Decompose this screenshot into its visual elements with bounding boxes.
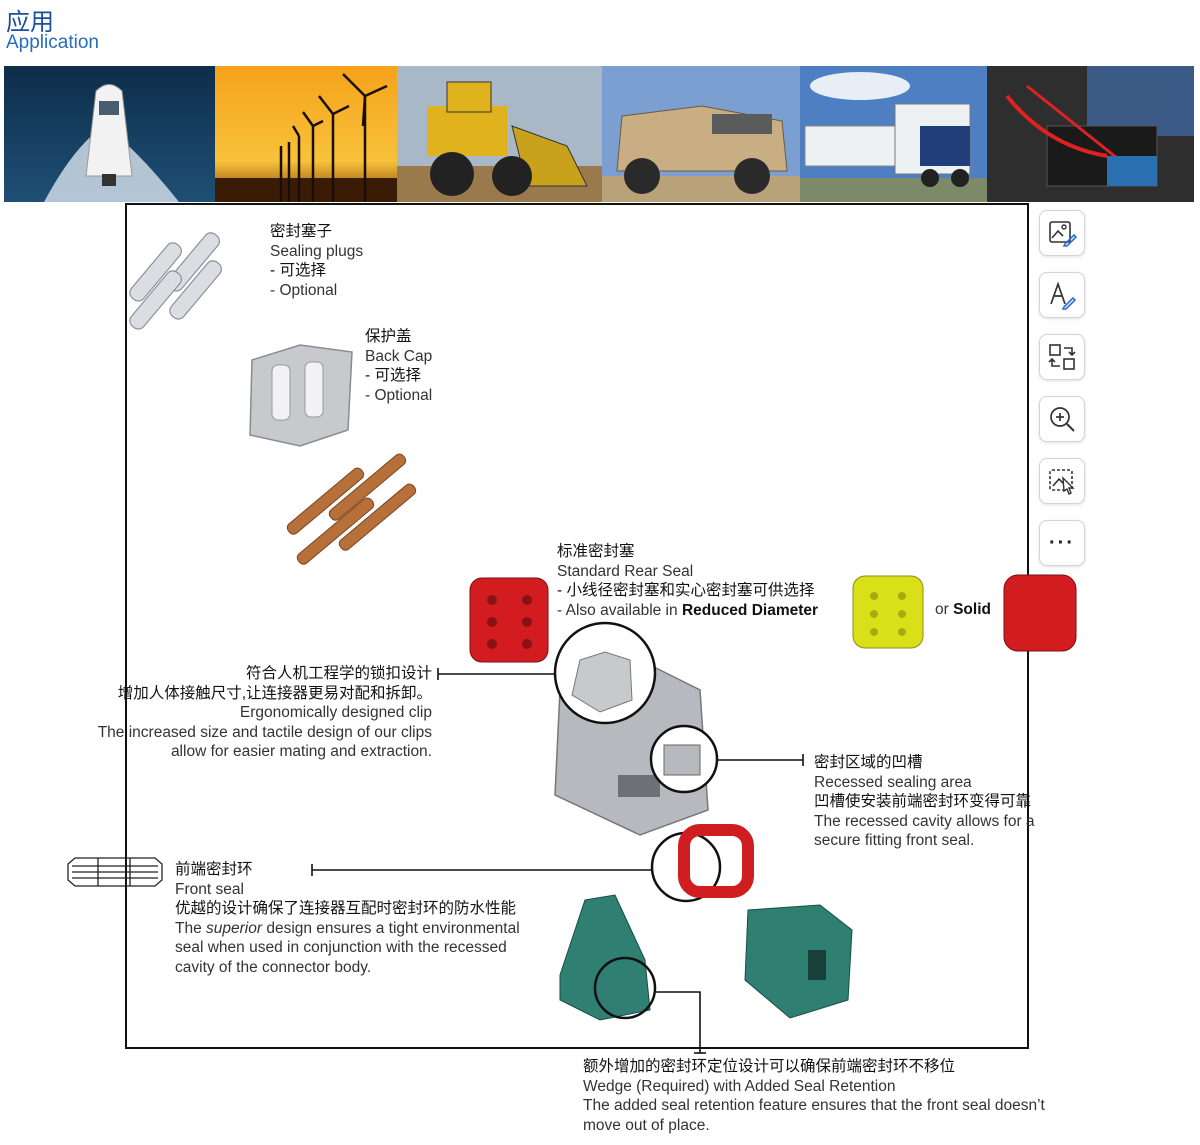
sealing-plugs-en: Sealing plugs [270, 242, 364, 260]
wedge-en-desc-1: The added seal retention feature ensures… [583, 1097, 1045, 1114]
solid-seal-label: or Solid [935, 600, 991, 620]
rear-seal-red-illustration [469, 577, 549, 663]
wedge-callout-circle [593, 956, 657, 1020]
back-cap-cn: 保护盖 [365, 328, 412, 345]
back-cap-optional-cn: - 可选择 [365, 367, 421, 384]
wedge-label: 额外增加的密封环定位设计可以确保前端密封环不移位 Wedge (Required… [583, 1057, 1045, 1135]
more-button[interactable]: ··· [1039, 520, 1085, 566]
clip-label: 符合人机工程学的锁扣设计 增加人体接触尺寸,让连接器更易对配和拆卸。 Ergon… [40, 664, 432, 762]
wheel-loader-photo [397, 66, 602, 202]
clip-en-title: Ergonomically designed clip [239, 704, 432, 721]
page-title-cn: 应用 [6, 9, 54, 36]
text-edit-button[interactable] [1039, 272, 1085, 318]
text-edit-icon [1050, 281, 1077, 310]
front-seal-en-desc-3: cavity of the connector body. [175, 958, 372, 976]
page-title-en: Application [6, 32, 99, 53]
sealing-plugs-optional-en: - Optional [270, 281, 338, 299]
wedge-en-desc-2: move out of place. [583, 1116, 710, 1134]
front-seal-en-desc-1: The superior design ensures a tight envi… [175, 919, 520, 939]
zoom-in-button[interactable] [1039, 396, 1085, 442]
front-seal-cn-title: 前端密封环 [175, 861, 253, 878]
front-seal-callout [650, 824, 754, 903]
clip-cn-title: 符合人机工程学的锁扣设计 [245, 665, 432, 682]
front-seal-label: 前端密封环 Front seal 优越的设计确保了连接器互配时密封环的防水性能 … [175, 860, 520, 977]
more-icon: ··· [1049, 531, 1075, 554]
receptacle-illustration [744, 904, 853, 1019]
wind-turbines-photo [215, 66, 397, 202]
recessed-en-desc-1: The recessed cavity allows for a [814, 812, 1035, 830]
rear-seal-solid-illustration [1003, 574, 1077, 652]
recessed-area-callout-circle [649, 724, 719, 794]
rear-seal-yellow-illustration [852, 575, 924, 649]
leader-lines [311, 668, 804, 1054]
recessed-area-label: 密封区域的凹槽 Recessed sealing area 凹槽使安装前端密封环… [814, 753, 1035, 851]
recessed-en-title: Recessed sealing area [814, 773, 972, 791]
boat-photo [4, 66, 215, 202]
front-seal-en-desc-2: seal when used in conjunction with the r… [175, 939, 507, 956]
front-seal-en-b: design ensures a tight environmental [262, 919, 520, 937]
or-text: or [935, 601, 954, 618]
back-cap-illustration [249, 344, 353, 447]
contacts-illustration [286, 453, 417, 565]
front-seal-en-a: The [175, 919, 207, 937]
solid-text: Solid [953, 601, 991, 618]
clip-en-desc-1: The increased size and tactile design of… [97, 723, 432, 741]
front-seal-en-italic: superior [206, 919, 263, 937]
rear-seal-options-en: - Also available in Reduced Diameter [557, 601, 818, 621]
sealing-plugs-cn: 密封塞子 [270, 223, 333, 240]
front-seal-side-view [67, 857, 163, 887]
wedge-cn: 额外增加的密封环定位设计可以确保前端密封环不移位 [583, 1058, 956, 1075]
reduced-diameter-text: Reduced Diameter [681, 601, 819, 619]
wedge-illustration [559, 894, 651, 1021]
rear-seal-cn: 标准密封塞 [557, 543, 635, 560]
battery-test-photo [987, 66, 1194, 202]
image-edit-button[interactable] [1039, 210, 1085, 256]
clip-callout-circle [553, 621, 657, 725]
back-cap-label: 保护盖 Back Cap - 可选择 - Optional [365, 327, 432, 405]
rear-seal-options-prefix: - Also available in [557, 601, 682, 619]
front-seal-en-title: Front seal [175, 880, 244, 898]
armored-truck-photo [602, 66, 800, 202]
floating-toolbar: ··· [1039, 210, 1087, 582]
sealing-plugs-label: 密封塞子 Sealing plugs - 可选择 - Optional [270, 222, 363, 300]
rear-seal-label: 标准密封塞 Standard Rear Seal - 小线径密封塞和实心密封塞可… [557, 542, 818, 620]
recessed-cn-desc: 凹槽使安装前端密封环变得可靠 [814, 793, 1032, 810]
zoom-in-icon [1050, 407, 1075, 432]
rear-seal-options-cn: - 小线径密封塞和实心密封塞可供选择 [557, 582, 815, 599]
back-cap-optional-en: - Optional [365, 386, 433, 404]
recessed-en-desc-2: secure fitting front seal. [814, 832, 975, 849]
back-cap-en: Back Cap [365, 347, 433, 365]
convert-icon [1048, 344, 1076, 370]
sealing-plugs-illustration [129, 232, 222, 330]
clip-en-desc-2: allow for easier mating and extraction. [170, 743, 432, 760]
image-select-button[interactable] [1039, 458, 1085, 504]
front-seal-cn-desc: 优越的设计确保了连接器互配时密封环的防水性能 [175, 900, 517, 917]
image-select-icon [1049, 469, 1075, 495]
semi-truck-photo [800, 66, 987, 202]
wedge-en-title: Wedge (Required) with Added Seal Retenti… [583, 1077, 896, 1095]
clip-cn-desc: 增加人体接触尺寸,让连接器更易对配和拆卸。 [117, 684, 432, 702]
application-banner [4, 66, 1194, 202]
convert-button[interactable] [1039, 334, 1085, 380]
rear-seal-en: Standard Rear Seal [557, 562, 694, 580]
recessed-cn-title: 密封区域的凹槽 [814, 754, 923, 771]
image-edit-icon [1049, 221, 1077, 247]
sealing-plugs-optional-cn: - 可选择 [270, 262, 326, 279]
